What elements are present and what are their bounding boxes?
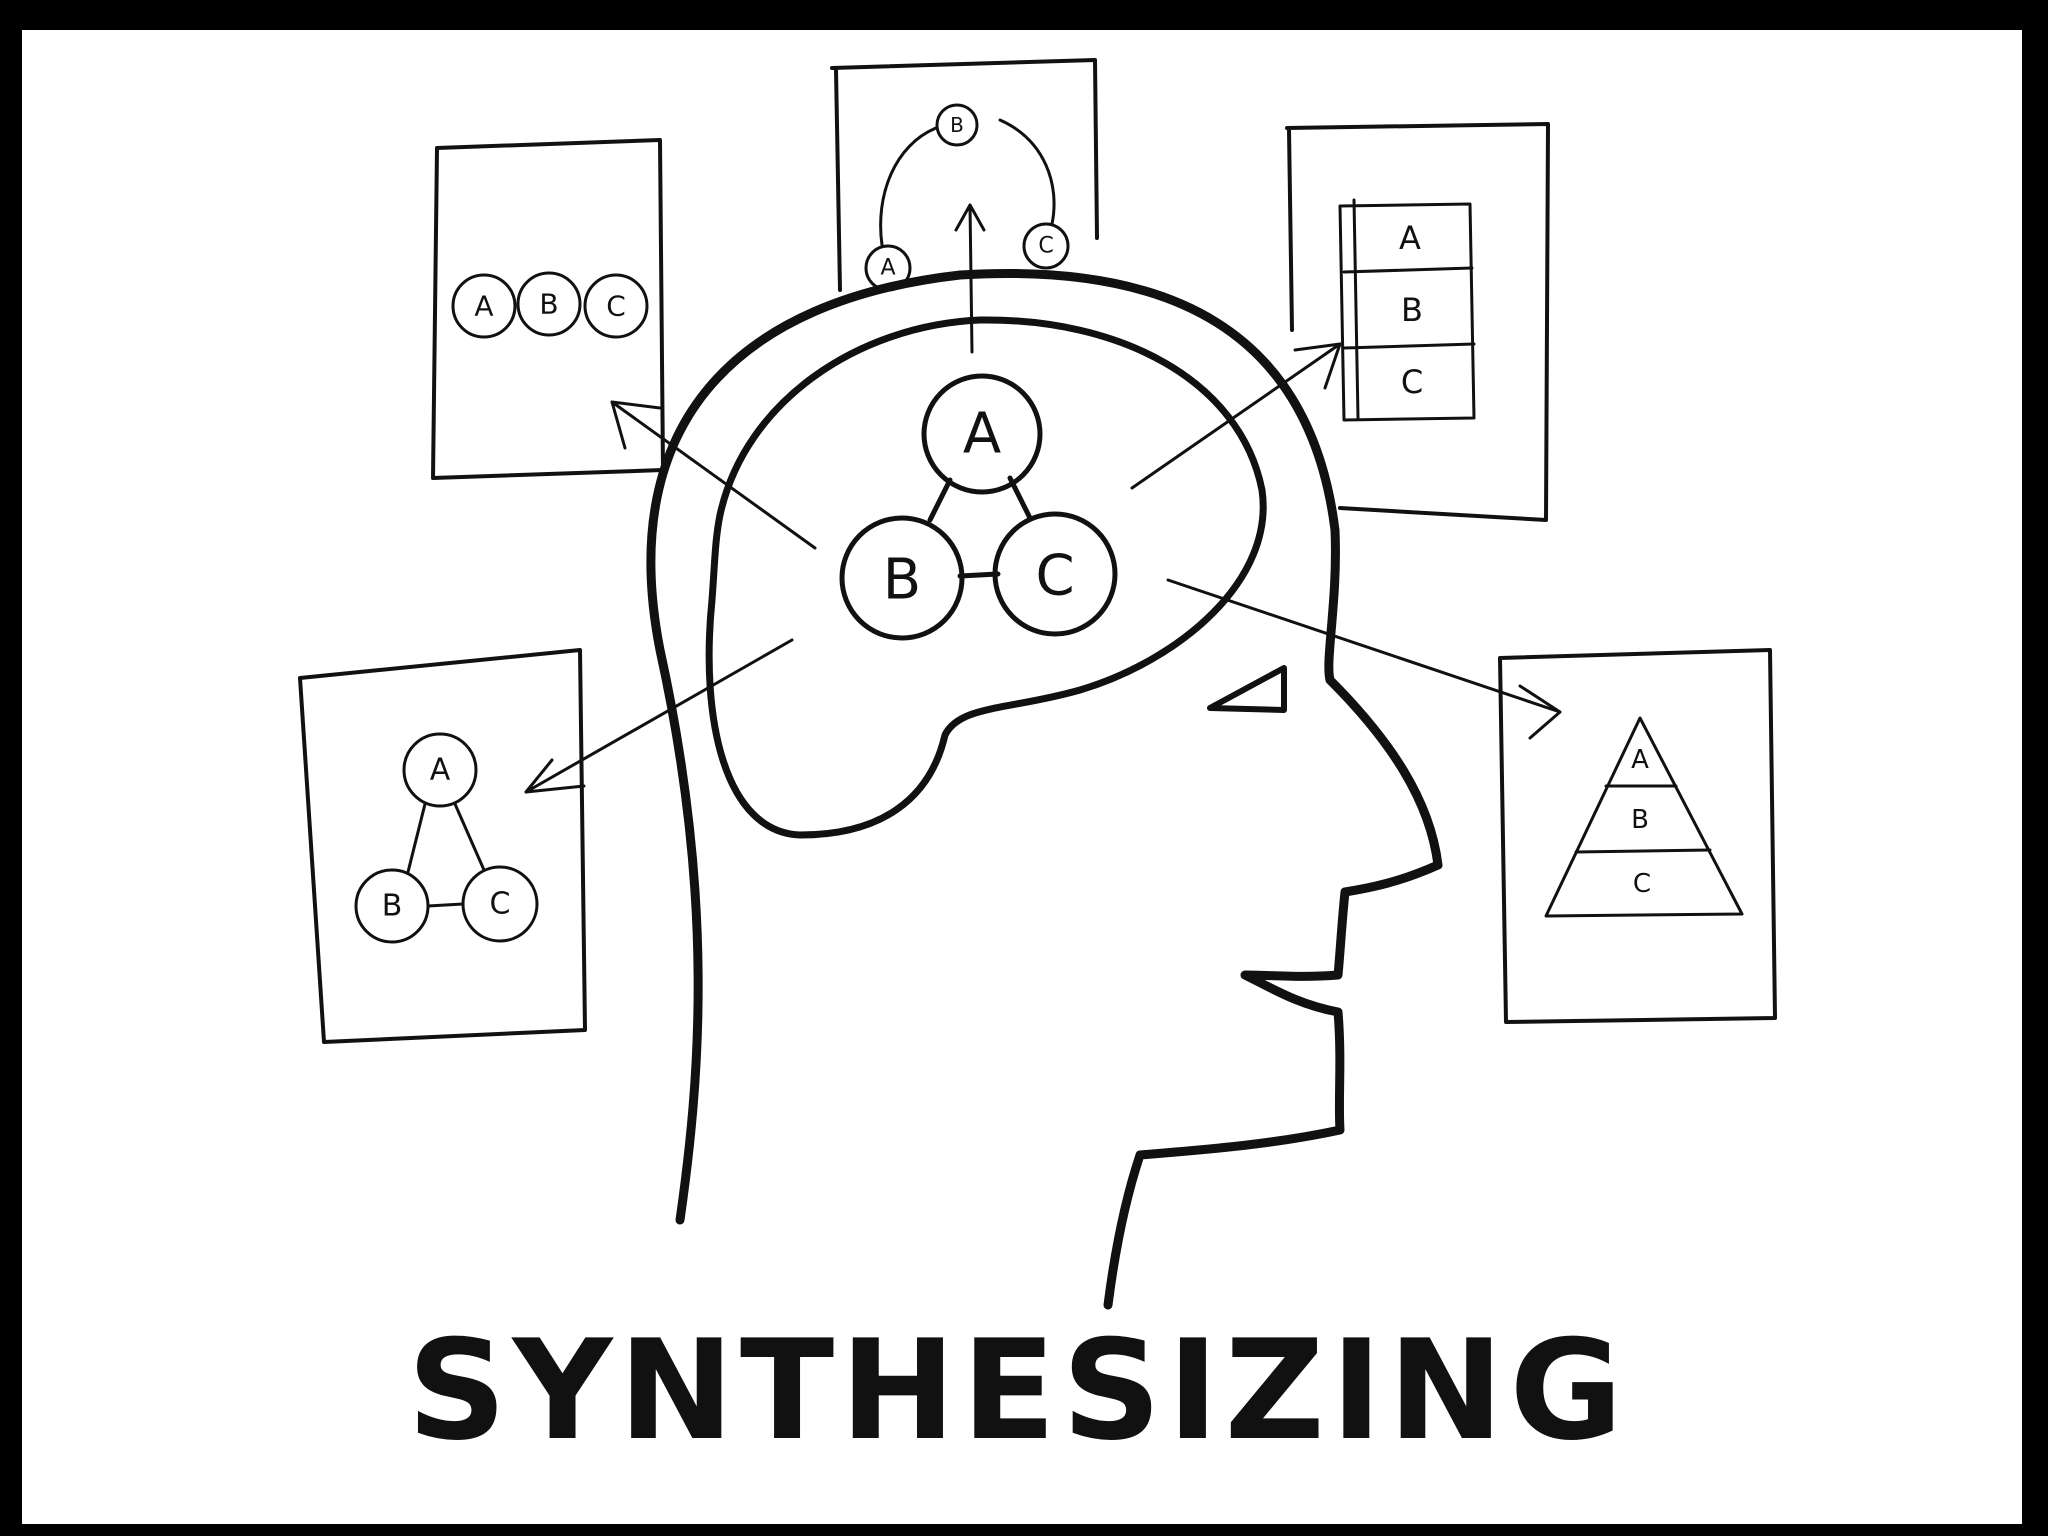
arrow-to-card-stack [1130, 342, 1342, 490]
card-pyramid-label-c: C [1633, 869, 1651, 899]
card-triangle-frame [298, 648, 587, 1044]
card-cycle-label-c: C [1038, 234, 1053, 259]
brain-outline [705, 316, 1267, 839]
card-row-node-c [583, 273, 649, 339]
brain-node-c [992, 511, 1118, 637]
card-pyramid-label-b: B [1631, 805, 1649, 835]
card-cycle-frame [830, 58, 1099, 292]
card-pyramid: A B C [1498, 648, 1777, 1024]
card-row-label-c: C [606, 290, 626, 323]
card-stack-dividers [1342, 198, 1476, 420]
brain-node-a [921, 373, 1043, 495]
card-triangle-node-a [402, 732, 478, 808]
brain-node-b [839, 515, 965, 641]
card-triangle-label-b: B [382, 889, 403, 924]
head-outline [646, 268, 1443, 1310]
card-cycle-arc-right [998, 118, 1056, 226]
card-triangle-label-c: C [490, 887, 511, 922]
brain-label-a: A [963, 402, 1001, 467]
card-cycle-label-b: B [950, 113, 964, 137]
brain-network: A B C [839, 373, 1118, 641]
output-arrows [524, 203, 1562, 794]
card-cycle-label-a: A [880, 256, 895, 281]
card-row-label-b: B [539, 288, 558, 321]
card-triangle: A B C [298, 648, 587, 1044]
card-stack: A B C [1285, 122, 1550, 522]
arrow-to-card-pyramid [1166, 578, 1562, 740]
card-stack-frame [1285, 122, 1550, 522]
arrow-to-card-triangle [524, 638, 794, 794]
card-triangle-edges [406, 802, 486, 908]
card-stack-label-b: B [1401, 291, 1423, 329]
card-cycle-node-b [935, 103, 979, 147]
card-row-node-a [451, 273, 517, 339]
paper [22, 30, 2022, 1524]
card-row-label-a: A [474, 290, 493, 323]
card-pyramid-label-a: A [1631, 745, 1649, 775]
card-pyramid-triangle [1544, 716, 1744, 918]
card-stack-label-a: A [1399, 219, 1421, 257]
card-pyramid-frame [1498, 648, 1777, 1024]
page-title: SYNTHESIZING [407, 1310, 1629, 1471]
brain-label-b: B [883, 548, 921, 613]
card-stack-label-c: C [1401, 363, 1423, 401]
arrow-to-card-cycle [954, 203, 986, 354]
eye-icon [1207, 665, 1287, 713]
arrow-to-card-row [610, 400, 817, 550]
card-cycle-arc-left [879, 126, 938, 247]
card-cycle-node-c [1022, 222, 1070, 270]
card-pyramid-dividers [1574, 784, 1712, 854]
card-row-node-b [516, 271, 582, 337]
brain-label-c: C [1035, 544, 1074, 609]
card-triangle-label-a: A [430, 753, 451, 788]
